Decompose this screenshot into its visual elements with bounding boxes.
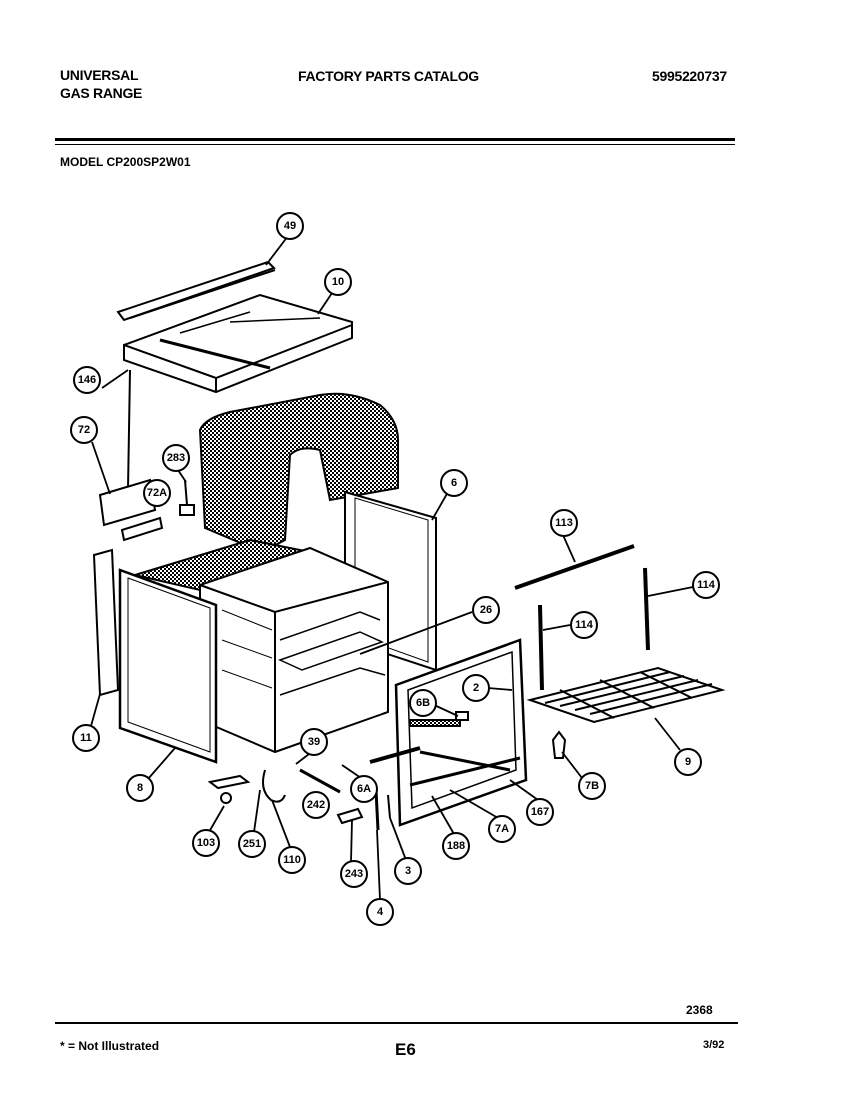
insulation-blanket-part: [131, 392, 399, 592]
callout-label: 113: [555, 517, 573, 529]
hardware-parts: [207, 711, 567, 831]
callout-circle: [578, 772, 606, 800]
callout-label: 283: [167, 452, 185, 464]
callout-circle: [324, 268, 352, 296]
callout-circle: [350, 775, 378, 803]
callout-label: 8: [137, 782, 143, 794]
catalog-title: FACTORY PARTS CATALOG: [298, 68, 479, 84]
callout-circle: [70, 416, 98, 444]
rod-parts: [514, 544, 650, 691]
callout-label: 114: [575, 619, 594, 631]
callout-label: 243: [345, 868, 363, 880]
door-frame-part: [369, 638, 528, 827]
callout-circle: [366, 898, 394, 926]
callout-label: 242: [307, 799, 325, 811]
callout-label: 26: [480, 604, 492, 616]
callout-label: 6A: [357, 783, 371, 795]
callout-label: 3: [405, 865, 411, 877]
top-bracket-part: [116, 260, 276, 322]
catalog-number: 5995220737: [652, 68, 727, 84]
callout-label: 6: [451, 477, 457, 489]
callout-circle: [276, 212, 304, 240]
oven-rack-part: [526, 666, 726, 724]
callout-label: 39: [308, 736, 320, 748]
callout-label: 2: [473, 682, 479, 694]
footnote: * = Not Illustrated: [60, 1039, 160, 1053]
left-side-panel-part: [118, 568, 218, 764]
callout-circle: [394, 857, 422, 885]
brand-line-1: UNIVERSAL: [60, 67, 139, 83]
callout-label: 7A: [495, 823, 509, 835]
callout-circle: [238, 830, 266, 858]
callout-label: 167: [531, 806, 549, 818]
callout-circle: [550, 509, 578, 537]
callout-circle: [674, 748, 702, 776]
callout-circle: [300, 728, 328, 756]
callout-label: 9: [685, 756, 691, 768]
side-trim-part: [92, 548, 120, 697]
callout-circle: [73, 366, 101, 394]
leader-lines: [90, 235, 694, 901]
callout-circle: [692, 571, 720, 599]
revision-date: 3/92: [703, 1039, 725, 1051]
callout-label: 110: [283, 854, 301, 866]
callout-label: 7B: [585, 780, 599, 792]
callout-label: 114: [697, 579, 716, 591]
callout-circle: [409, 689, 437, 717]
model-number: MODEL CP200SP2W01: [60, 155, 191, 169]
callout-circle: [278, 846, 306, 874]
footer-rule: [55, 1022, 738, 1024]
callout-circle: [162, 444, 190, 472]
callout-labels: 49 10 146 72 283 72A 6 113 114 114 26 2 …: [78, 220, 716, 918]
back-wire-part: [126, 369, 141, 501]
callout-circle: [462, 674, 490, 702]
callout-label: 72A: [147, 487, 167, 499]
page-number: E6: [395, 1040, 416, 1059]
callout-label: 10: [332, 276, 344, 288]
callout-label: 103: [197, 837, 215, 849]
callout-circle: [570, 611, 598, 639]
callout-circle: [72, 724, 100, 752]
callout-circle: [302, 791, 330, 819]
callout-label: 188: [447, 840, 465, 852]
callout-circle: [126, 774, 154, 802]
bracket-72-part: [98, 478, 164, 542]
callout-circle: [472, 596, 500, 624]
callout-circle: [526, 798, 554, 826]
oven-body-part: [199, 546, 389, 754]
callout-label: 72: [78, 424, 90, 436]
header-rule-thin: [55, 144, 735, 145]
cooktop-part: [123, 293, 353, 394]
callout-circle: [143, 479, 171, 507]
callout-circle: [488, 815, 516, 843]
callout-label: 251: [243, 838, 261, 850]
brand-block: UNIVERSAL GAS RANGE: [60, 66, 142, 102]
brand-line-2: GAS RANGE: [60, 85, 143, 101]
diagram-number: 2368: [686, 1003, 713, 1017]
header-rule-thick: [55, 138, 735, 141]
callout-label: 11: [80, 732, 92, 744]
callout-circle: [442, 832, 470, 860]
callout-markers: [70, 212, 720, 926]
callout-label: 146: [78, 374, 96, 386]
callout-circle: [192, 829, 220, 857]
callout-label: 49: [284, 220, 296, 232]
callout-circle: [440, 469, 468, 497]
screw-283-part: [179, 479, 195, 516]
callout-label: 4: [377, 906, 384, 918]
callout-label: 6B: [416, 697, 430, 709]
callout-circle: [340, 860, 368, 888]
